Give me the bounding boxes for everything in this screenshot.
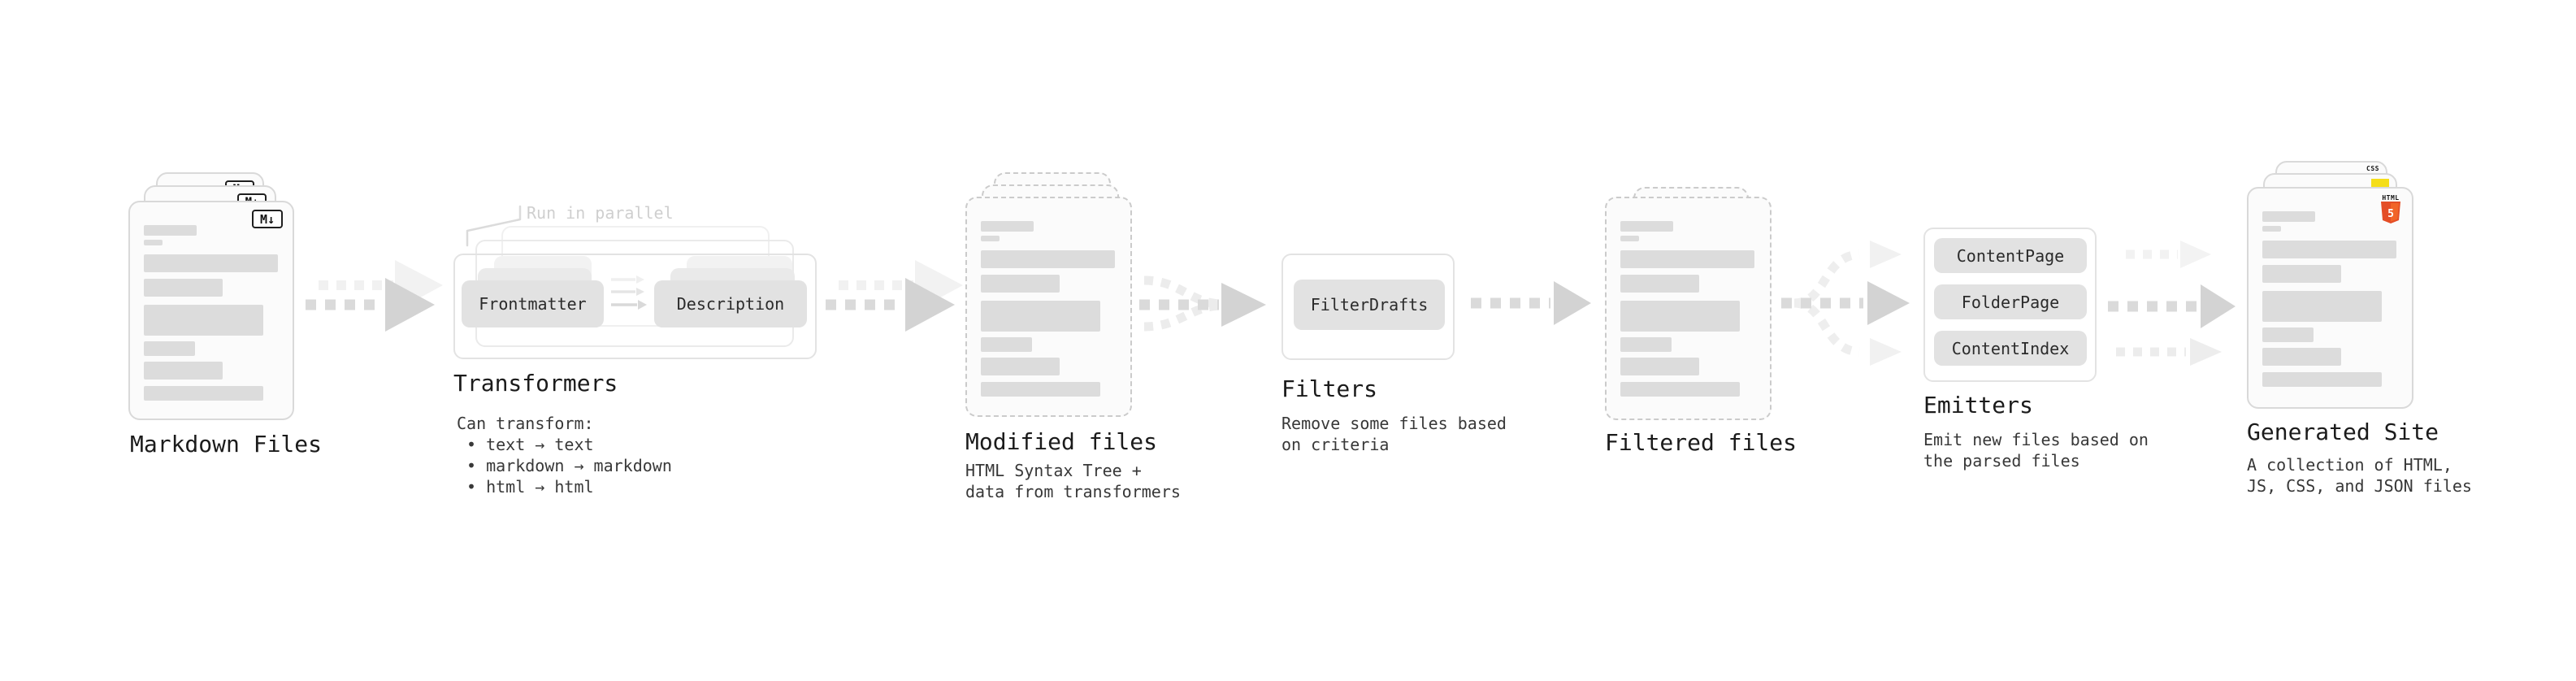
generated-doc-html: HTML 5 <box>2247 187 2413 409</box>
label-generated-site: Generated Site <box>2247 419 2439 445</box>
markdown-icon: M↓ <box>252 210 283 228</box>
skeleton-text-bar <box>144 362 223 380</box>
subtitle-line: Emit new files based on <box>1923 430 2149 449</box>
skeleton-text-bar <box>1620 236 1639 241</box>
skeleton-text-bar <box>981 221 1034 232</box>
skeleton-text-bar <box>1620 221 1673 232</box>
note-bullet: • text → text <box>466 435 594 454</box>
svg-text:5: 5 <box>2387 208 2394 220</box>
skeleton-text-bar <box>1620 337 1672 352</box>
javascript-icon <box>2371 179 2389 189</box>
subtitle-line: Remove some files based <box>1281 414 1507 433</box>
skeleton-text-bar <box>981 275 1060 293</box>
note-heading: Can transform: <box>457 414 594 433</box>
skeleton-text-bar <box>981 358 1060 375</box>
subtitle-line: A collection of HTML, <box>2247 455 2452 475</box>
note-bullet: • markdown → markdown <box>466 456 672 475</box>
html5-icon: HTML 5 <box>2381 194 2400 223</box>
note-bullet: • html → html <box>466 477 594 497</box>
skeleton-text-bar <box>2262 265 2341 283</box>
callout-leader-line <box>466 205 522 247</box>
skeleton-text-bar <box>144 305 263 336</box>
emitter-content-index-pill: ContentIndex <box>1934 331 2087 366</box>
filters-subtitle: Remove some files based on criteria <box>1281 413 1507 455</box>
skeleton-text-bar <box>144 225 197 236</box>
skeleton-text-bar <box>2262 226 2281 232</box>
skeleton-text-bar <box>2262 211 2315 222</box>
skeleton-text-bar <box>1620 250 1754 268</box>
label-modified-files: Modified files <box>965 428 1158 455</box>
doc-content-placeholder <box>981 221 1121 397</box>
filter-drafts-pill: FilterDrafts <box>1294 280 1445 330</box>
triple-arrow-icon <box>2108 241 2236 366</box>
skeleton-text-bar <box>1620 301 1740 332</box>
flow-arrow-double-icon <box>826 260 963 332</box>
generated-site-subtitle: A collection of HTML, JS, CSS, and JSON … <box>2247 454 2472 497</box>
label-transformers: Transformers <box>453 370 618 397</box>
transformer-description-pill: Description <box>654 280 807 327</box>
subtitle-line: the parsed files <box>1923 451 2080 471</box>
skeleton-text-bar <box>2262 348 2341 366</box>
run-in-parallel-label: Run in parallel <box>527 203 674 223</box>
pill-connector-arrows-icon <box>611 275 647 310</box>
skeleton-text-bar <box>981 236 1000 241</box>
filters-box <box>1281 254 1455 360</box>
doc-content-placeholder <box>2262 211 2402 387</box>
skeleton-text-bar <box>1620 275 1699 293</box>
skeleton-text-bar <box>144 279 223 297</box>
transformers-note: Can transform: • text → text • markdown … <box>457 413 672 497</box>
label-filtered-files: Filtered files <box>1605 429 1798 456</box>
doc-content-placeholder <box>144 225 284 401</box>
transformer-layer-front <box>453 254 817 359</box>
subtitle-line: HTML Syntax Tree + <box>965 461 1142 480</box>
skeleton-text-bar <box>981 337 1032 352</box>
subtitle-line: JS, CSS, and JSON files <box>2247 476 2472 496</box>
skeleton-text-bar <box>144 254 278 272</box>
skeleton-text-bar <box>981 250 1115 268</box>
label-filters: Filters <box>1281 375 1378 402</box>
modified-doc-front <box>965 197 1132 417</box>
filtered-doc-front <box>1605 197 1772 420</box>
emitters-subtitle: Emit new files based on the parsed files <box>1923 429 2149 471</box>
skeleton-text-bar <box>144 386 263 401</box>
emitter-content-page-pill: ContentPage <box>1934 238 2087 273</box>
markdown-doc-front: M↓ <box>128 201 294 420</box>
skeleton-text-bar <box>1620 382 1740 397</box>
transformer-frontmatter-pill: Frontmatter <box>462 280 604 327</box>
skeleton-text-bar <box>981 301 1100 332</box>
flow-arrow-icon <box>1471 281 1591 325</box>
modified-files-subtitle: HTML Syntax Tree + data from transformer… <box>965 460 1181 502</box>
skeleton-text-bar <box>2262 241 2396 258</box>
skeleton-text-bar <box>2262 327 2314 342</box>
label-markdown-files: Markdown Files <box>130 431 323 458</box>
subtitle-line: on criteria <box>1281 435 1390 454</box>
skeleton-text-bar <box>144 240 163 245</box>
doc-content-placeholder <box>1620 221 1760 397</box>
label-emitters: Emitters <box>1923 392 2033 419</box>
emitter-folder-page-pill: FolderPage <box>1934 284 2087 319</box>
subtitle-line: data from transformers <box>965 482 1181 501</box>
flow-arrow-double-icon <box>306 260 443 332</box>
skeleton-text-bar <box>981 382 1100 397</box>
merge-arrow-icon <box>1139 275 1266 332</box>
skeleton-text-bar <box>2262 291 2382 322</box>
skeleton-text-bar <box>2262 372 2382 387</box>
emitters-box <box>1923 228 2097 382</box>
branch-arrow-icon <box>1781 241 1910 366</box>
skeleton-text-bar <box>144 341 195 356</box>
html5-shield-icon: 5 <box>2381 202 2400 223</box>
skeleton-text-bar <box>1620 358 1699 375</box>
